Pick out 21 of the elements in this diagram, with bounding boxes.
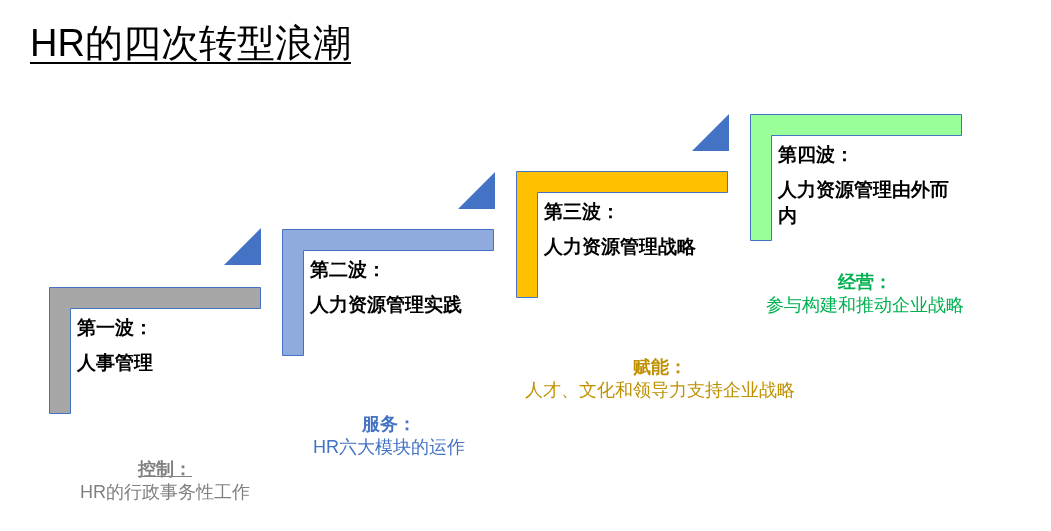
role-description: 人才、文化和领导力支持企业战略 bbox=[524, 379, 796, 402]
step-box bbox=[282, 229, 494, 356]
role-heading: 赋能： bbox=[632, 356, 688, 379]
step-box bbox=[516, 171, 728, 298]
step-box bbox=[49, 287, 261, 414]
step-heading: 第四波： bbox=[778, 143, 855, 167]
step-heading: 第二波： bbox=[310, 258, 387, 282]
title: HR的四次转型浪潮 bbox=[30, 21, 351, 66]
step-box bbox=[750, 114, 962, 241]
role-description: HR的行政事务性工作 bbox=[79, 481, 251, 504]
role-description: 参与构建和推动企业战略 bbox=[765, 294, 965, 317]
role-heading: 控制： bbox=[137, 458, 193, 481]
step-heading: 第一波： bbox=[77, 316, 154, 340]
role-heading: 服务： bbox=[361, 413, 417, 436]
role-description: HR六大模块的运作 bbox=[312, 436, 466, 459]
step-heading: 第三波： bbox=[544, 200, 621, 224]
step-text: 人力资源管理实践 bbox=[310, 293, 463, 317]
step-text: 人事管理 bbox=[77, 351, 154, 375]
step-text: 人力资源管理由外而内 bbox=[778, 178, 950, 228]
step-text: 人力资源管理战略 bbox=[544, 235, 697, 259]
role-heading: 经营： bbox=[836, 271, 893, 294]
